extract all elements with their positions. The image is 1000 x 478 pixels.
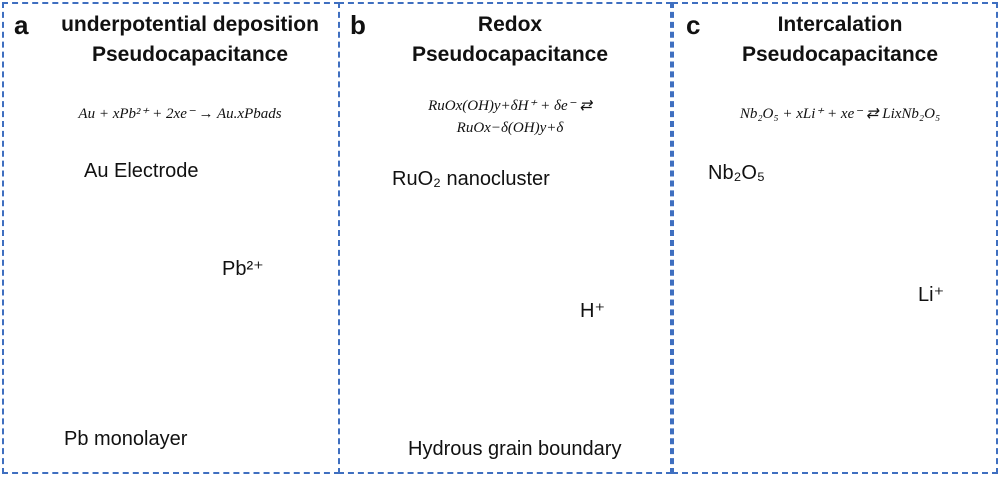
panel-b-equation-line2: RuOx−δ(OH)y+δ xyxy=(456,120,564,136)
label-pb-ion: Pb²⁺ xyxy=(222,258,264,280)
panel-a xyxy=(2,2,340,474)
panel-c-title-line1: Intercalation xyxy=(777,13,903,36)
panel-b-title-line1: Redox xyxy=(477,13,543,36)
panel-a-letter: a xyxy=(14,10,29,40)
label-pb-monolayer: Pb monolayer xyxy=(64,428,188,450)
panel-c-title: Intercalation Pseudocapacitance xyxy=(690,10,990,70)
panel-a-title-line2: Pseudocapacitance xyxy=(91,43,289,66)
panel-c xyxy=(672,2,998,474)
panel-b-title: Redox Pseudocapacitance xyxy=(360,10,660,70)
label-hydrous-grain-boundary: Hydrous grain boundary xyxy=(408,438,622,460)
panel-b-equation-line1: RuOx(OH)y+δH⁺ + δe⁻ ⇄ xyxy=(428,98,592,114)
panel-b-letter: b xyxy=(350,10,366,40)
panel-b xyxy=(338,2,672,474)
label-ruo2-nanocluster: RuO₂ nanocluster xyxy=(392,168,550,190)
panel-b-title-line2: Pseudocapacitance xyxy=(411,43,609,66)
panel-c-title-line2: Pseudocapacitance xyxy=(741,43,939,66)
label-nb2o5: Nb₂O₅ xyxy=(708,162,765,184)
label-au-electrode: Au Electrode xyxy=(84,160,199,182)
panel-a-title: underpotential deposition Pseudocapacita… xyxy=(40,10,340,70)
panel-a-equation: Au + xPb²⁺ + 2xe⁻ → Au.xPbads xyxy=(78,106,282,122)
panel-c-letter: c xyxy=(686,10,701,40)
panel-a-title-line1: underpotential deposition xyxy=(61,13,319,36)
label-li-ion: Li⁺ xyxy=(918,284,945,306)
panel-c-equation: Nb₂O₅ + xLi⁺ + xe⁻ ⇄ LixNb₂O₅ xyxy=(739,106,941,122)
label-h-ion: H⁺ xyxy=(580,300,605,322)
